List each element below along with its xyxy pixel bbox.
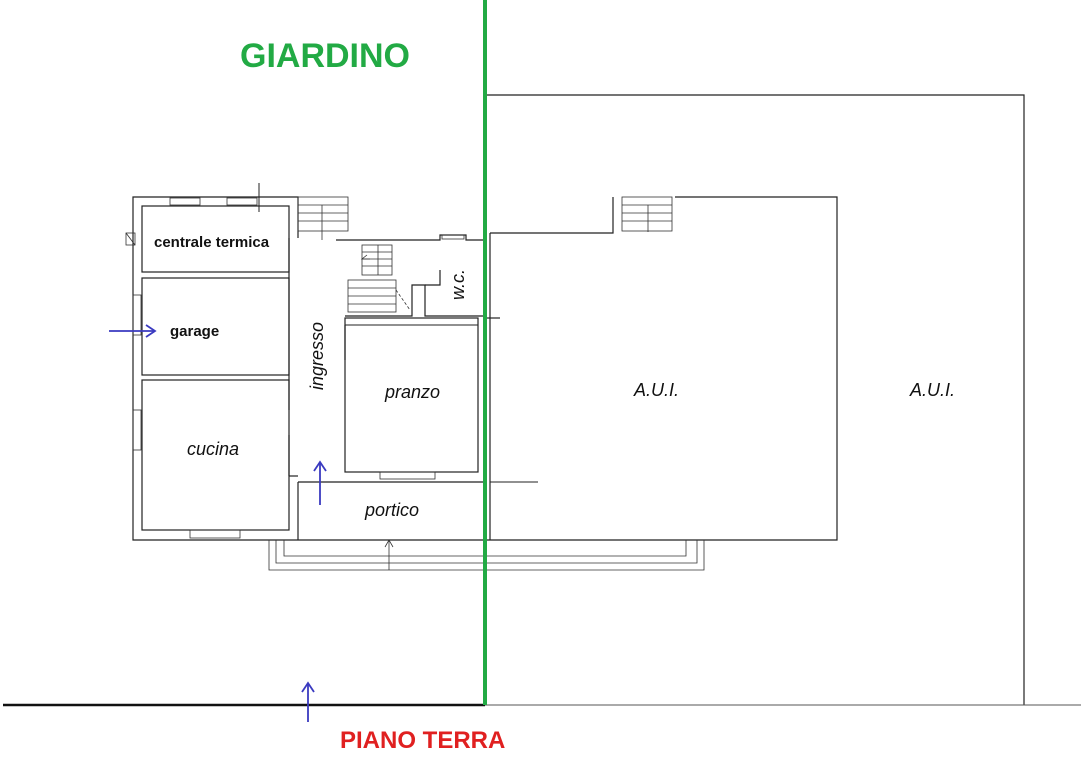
- entrance-arrow-icon: [313, 460, 327, 505]
- room-label-garage: garage: [170, 323, 219, 340]
- stair-icon: [297, 196, 673, 240]
- garden-label: GIARDINO: [240, 37, 410, 75]
- room-label-boiler: centrale termica: [154, 234, 270, 251]
- room-label-wc: w.c.: [448, 269, 468, 300]
- room-label-aui-2: A.U.I.: [909, 380, 955, 400]
- neighbor-boundary: [486, 94, 1025, 705]
- room-label-kitchen: cucina: [187, 439, 239, 459]
- room-label-entrance: ingresso: [307, 322, 327, 390]
- stair-icon: [347, 244, 411, 313]
- entrance-arrow-icon: [301, 681, 315, 722]
- room-label-porch: portico: [364, 500, 419, 520]
- entrance-arrow-icon: [109, 324, 157, 338]
- room-label-aui-1: A.U.I.: [633, 380, 679, 400]
- boiler-flue-icon: [125, 232, 136, 246]
- room-label-dining: pranzo: [384, 382, 440, 402]
- ground-floor-label: PIANO TERRA: [340, 727, 505, 754]
